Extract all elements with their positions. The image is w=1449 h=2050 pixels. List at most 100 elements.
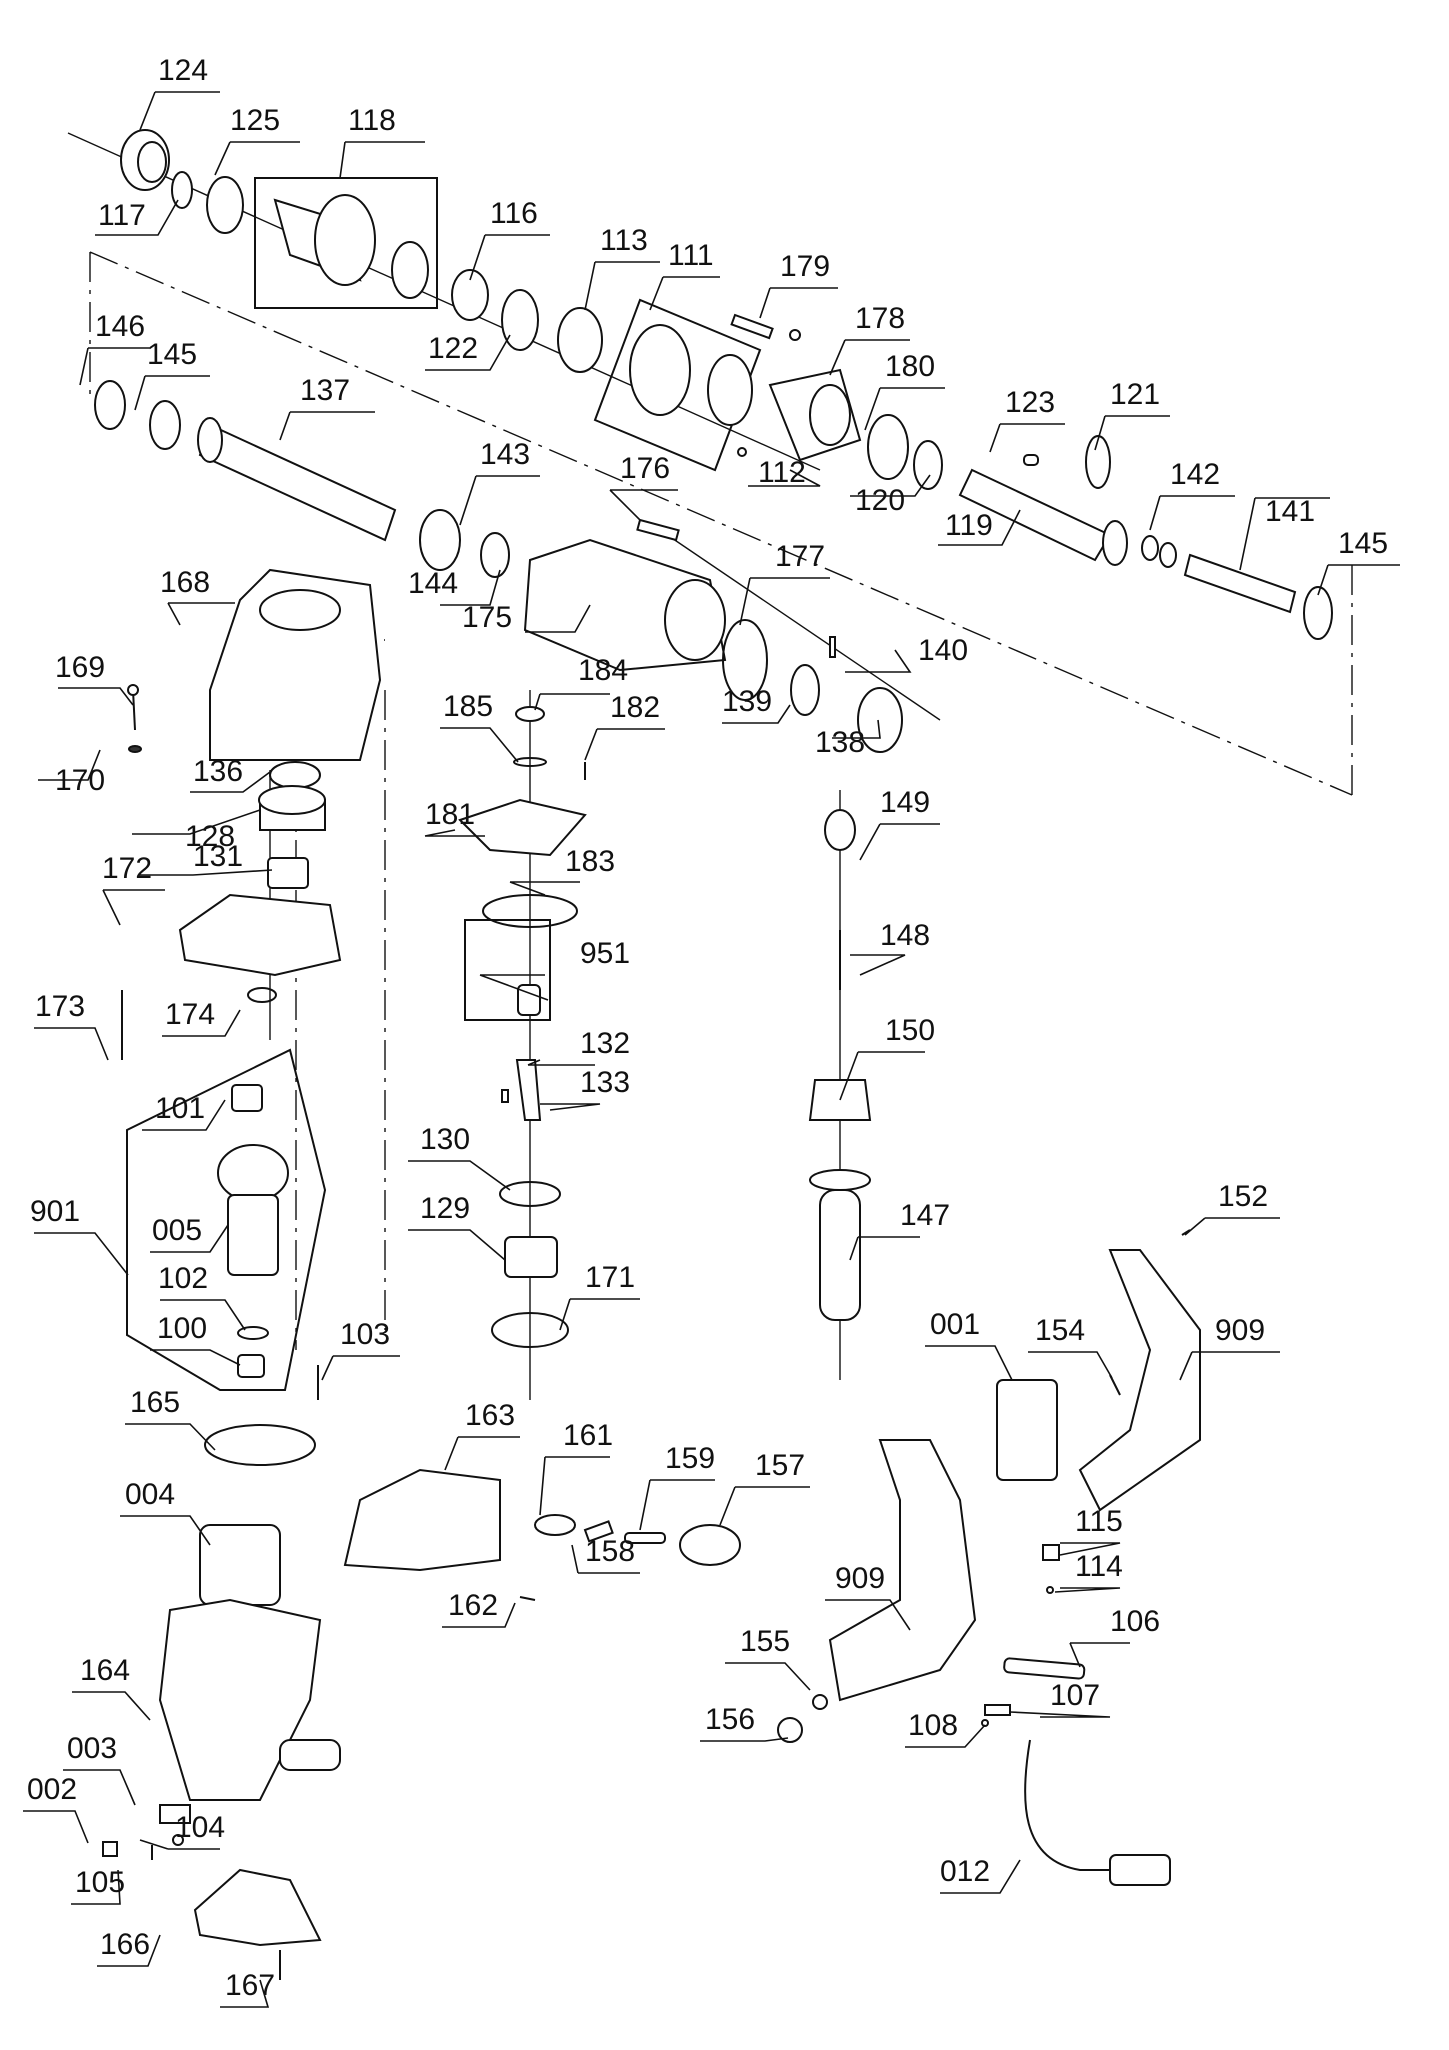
label-117: 117 xyxy=(98,199,146,232)
label-152: 152 xyxy=(1218,1180,1268,1213)
part-136-washer xyxy=(269,761,321,789)
part-132-crankshaft xyxy=(515,1059,542,1121)
label-115: 115 xyxy=(1075,1505,1123,1538)
part-114-terminal xyxy=(1046,1586,1054,1594)
part-147-side-handle-top xyxy=(809,1169,871,1191)
label-155: 155 xyxy=(740,1625,790,1658)
part-140-pin xyxy=(829,636,836,658)
part-123-pin xyxy=(1023,454,1039,466)
part-142-oring xyxy=(1141,535,1159,561)
part-165-fan-baffle xyxy=(204,1424,316,1466)
part-124-inner xyxy=(137,141,167,183)
part-112-ball xyxy=(737,447,747,457)
label-159: 159 xyxy=(665,1442,715,1475)
label-164: 164 xyxy=(80,1654,130,1687)
label-145-left: 145 xyxy=(147,338,197,371)
label-185: 185 xyxy=(443,690,493,723)
part-001-switch xyxy=(996,1379,1058,1481)
part-145-washer-right xyxy=(1303,586,1333,640)
part-116-spring xyxy=(451,269,489,321)
label-170: 170 xyxy=(55,764,105,797)
part-143-piston xyxy=(419,509,461,571)
part-171-oring xyxy=(491,1312,569,1348)
part-184-plug xyxy=(515,706,545,722)
part-137-barrel xyxy=(198,423,397,542)
part-161-spring xyxy=(534,1514,576,1536)
label-161: 161 xyxy=(563,1419,613,1452)
parts xyxy=(94,129,1333,1980)
label-004: 004 xyxy=(125,1478,175,1511)
label-158: 158 xyxy=(585,1535,635,1568)
label-157: 157 xyxy=(755,1449,805,1482)
part-179-bolt xyxy=(730,313,774,340)
part-120-ring xyxy=(913,440,943,490)
label-139: 139 xyxy=(722,685,772,718)
label-184: 184 xyxy=(578,654,628,687)
label-162: 162 xyxy=(448,1589,498,1622)
part-004-field-coil xyxy=(199,1524,281,1606)
label-951: 951 xyxy=(580,937,630,970)
part-168-opening xyxy=(259,589,341,631)
part-003-brush-holder xyxy=(159,1804,191,1824)
part-159-pin xyxy=(624,1532,666,1544)
part-156-cap xyxy=(777,1717,803,1743)
part-130-circlip xyxy=(499,1181,561,1207)
part-901-armature-group xyxy=(126,1048,327,1391)
part-100-bearing xyxy=(237,1354,265,1378)
label-909-right: 909 xyxy=(1215,1314,1265,1347)
part-147-side-handle xyxy=(819,1189,861,1321)
label-171: 171 xyxy=(585,1261,635,1294)
part-128-gear-top xyxy=(258,785,326,815)
label-168: 168 xyxy=(160,566,210,599)
part-131-bearing xyxy=(267,857,309,889)
part-139-ring xyxy=(790,664,820,716)
part-012-power-cable xyxy=(1024,1739,1150,1871)
label-005: 005 xyxy=(152,1214,202,1247)
part-012-plug xyxy=(1109,1854,1171,1886)
part-144-ring xyxy=(480,532,510,578)
label-167: 167 xyxy=(225,1969,275,2002)
label-116: 116 xyxy=(490,197,538,230)
part-111-cage xyxy=(629,324,691,416)
part-172-gear-cover xyxy=(178,893,342,977)
part-158-plate xyxy=(583,1520,614,1543)
label-182: 182 xyxy=(610,691,660,724)
part-145-washer-left xyxy=(149,400,181,450)
label-012: 012 xyxy=(940,1855,990,1888)
part-909-handle-half-right xyxy=(1078,1249,1201,1512)
part-125-washer xyxy=(206,176,244,234)
label-132: 132 xyxy=(580,1027,630,1060)
label-137: 137 xyxy=(300,374,350,407)
label-122: 122 xyxy=(428,332,478,365)
label-178: 178 xyxy=(855,302,905,335)
label-148: 148 xyxy=(880,919,930,952)
part-002-carbon-brush xyxy=(102,1841,118,1857)
label-104: 104 xyxy=(175,1811,225,1844)
part-104-terminal xyxy=(172,1834,184,1846)
part-157-rubber-grip xyxy=(679,1524,741,1566)
label-176: 176 xyxy=(620,452,670,485)
part-181-bearing-flange xyxy=(458,798,587,857)
label-106: 106 xyxy=(1110,1605,1160,1638)
part-122-ring xyxy=(501,289,539,351)
label-113: 113 xyxy=(600,224,648,257)
part-106-cable-sleeve xyxy=(1003,1657,1086,1680)
part-170-washer xyxy=(128,745,142,753)
part-111-ring xyxy=(707,354,753,426)
part-951-connecting-rod-group xyxy=(464,919,551,1021)
label-136: 136 xyxy=(193,755,243,788)
part-labels: 124 125 118 117 116 113 111 179 178 122 … xyxy=(27,54,1388,2002)
label-901: 901 xyxy=(30,1195,80,1228)
part-107-cable-clamp xyxy=(984,1704,1011,1716)
label-103: 103 xyxy=(340,1318,390,1351)
part-183-oring xyxy=(482,894,578,928)
label-166: 166 xyxy=(100,1928,150,1961)
part-185-seal xyxy=(513,757,547,767)
label-123: 123 xyxy=(1005,386,1055,419)
label-118: 118 xyxy=(348,104,396,137)
label-143: 143 xyxy=(480,438,530,471)
part-113-star-washer xyxy=(557,307,603,373)
label-124: 124 xyxy=(158,54,208,87)
label-133: 133 xyxy=(580,1066,630,1099)
label-105: 105 xyxy=(75,1866,125,1899)
